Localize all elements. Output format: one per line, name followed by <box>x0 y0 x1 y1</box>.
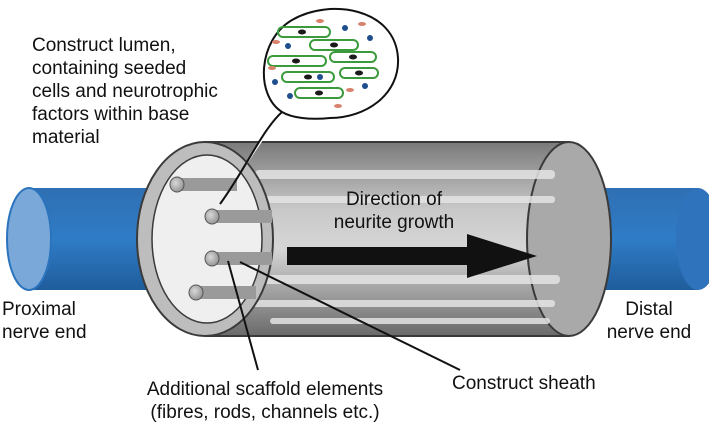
seeded-cells <box>267 26 379 99</box>
distal-label: Distal nerve end <box>606 299 692 343</box>
conduit-front-face <box>136 141 274 337</box>
construct-sheath-label: Construct sheath <box>452 373 596 394</box>
scaffold-rod <box>204 208 272 225</box>
sheath-leader-line <box>239 261 461 371</box>
scaffold-rod <box>204 250 272 267</box>
direction-label: Direction of neurite growth <box>333 189 455 233</box>
direction-arrow <box>287 234 537 278</box>
construct-lumen-label: Construct lumen, containing seeded cells… <box>32 35 218 148</box>
scaffold-label: Additional scaffold elements (fibres, ro… <box>146 379 384 423</box>
scaffold-leader-line <box>227 260 259 371</box>
scaffold-rod <box>188 284 256 301</box>
fibre-streaks <box>245 170 560 324</box>
scaffold-rod <box>169 176 237 193</box>
lumen-callout-bubble <box>219 8 400 205</box>
neurotrophic-factors <box>268 19 373 108</box>
proximal-label: Proximal nerve end <box>2 299 87 343</box>
cell-nuclei <box>292 29 363 96</box>
leader-lines <box>227 260 461 371</box>
scaffold-rods <box>169 176 272 301</box>
